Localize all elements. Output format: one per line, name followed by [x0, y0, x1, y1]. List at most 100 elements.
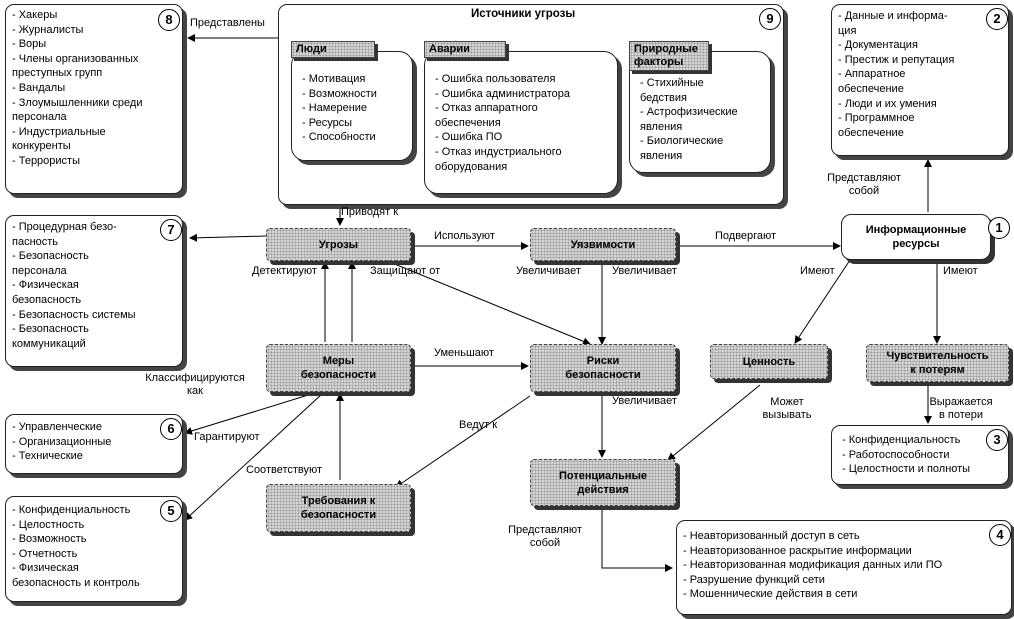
threat-sources-title: Источники угрозы — [471, 8, 576, 20]
list-item: - Управленческие — [12, 421, 103, 433]
label-increases-2: Увеличивает — [612, 265, 677, 277]
panel-number-4: 4 — [989, 524, 1011, 546]
list-item: - Мошеннические действия в сети — [683, 588, 858, 601]
list-item: - Астрофизические — [640, 106, 738, 119]
label-guarantee: Гарантируют — [194, 431, 260, 443]
list-item: пасность — [12, 235, 59, 248]
panel-number-1: 1 — [988, 217, 1010, 239]
list-item: безопасность — [12, 293, 82, 306]
accidents-tag: Аварии — [424, 41, 506, 58]
people-subpanel: - Мотивация - Возможности - Намерение - … — [291, 51, 413, 161]
threat-agents-panel: - Хакеры - Журналисты - Воры - Члены орг… — [5, 4, 183, 194]
list-item: - Биологические — [640, 135, 724, 148]
label-increases-3: Увеличивает — [612, 395, 677, 407]
list-item: - Безопасность — [12, 250, 89, 263]
security-measures-node: Меры безопасности — [266, 344, 411, 392]
list-item: - Отказ индустриального — [435, 145, 562, 158]
list-item: - Ошибка ПО — [435, 131, 503, 144]
list-item: - Возможность — [12, 533, 87, 546]
list-item: - Террористы — [12, 154, 80, 167]
list-item: обеспечение — [838, 82, 904, 95]
label-have-2: Имеют — [943, 265, 978, 277]
label-represent-self-bottom: Представляют собой — [508, 524, 582, 549]
security-types-panel: - Процедурная безо- пасность - Безопасно… — [5, 215, 183, 367]
accidents-subpanel: - Ошибка пользователя - Ошибка администр… — [424, 51, 618, 194]
label-reduce: Уменьшают — [434, 347, 494, 359]
panel-number-5: 5 — [160, 500, 182, 522]
list-item: - Безопасность — [12, 323, 89, 336]
label-represent-self-top: Представляют собой — [827, 172, 901, 197]
list-item: безопасность и контроль — [12, 576, 140, 589]
list-item: - Ошибка пользователя — [435, 73, 556, 85]
loss-types-panel: - Конфиденциальность - Работоспособности… — [831, 425, 1009, 485]
arrow-resources-to-value — [794, 259, 851, 344]
list-item: - Целостности и полноты — [842, 463, 971, 476]
arrow-measures-to-guarantees — [184, 393, 323, 521]
label-lead-to: Приводят к — [341, 206, 399, 218]
list-item: - Ресурсы — [302, 116, 353, 129]
information-resources-node: Информационные ресурсы — [841, 214, 991, 260]
list-item: - Физическая — [12, 562, 79, 575]
list-item: - Программное — [838, 112, 915, 125]
list-item: - Индустриальные — [12, 125, 106, 138]
label-subject: Подвергают — [715, 230, 777, 242]
list-item: ция — [838, 24, 857, 37]
list-item: - Отказ аппаратного — [435, 102, 538, 115]
security-requirements-node: Требования к безопасности — [266, 484, 411, 532]
potential-actions-node: Потенциальные действия — [530, 459, 676, 506]
arrow-risks-to-requirements — [395, 395, 531, 488]
natural-factors-subpanel: - Стихийные бедствия - Астрофизические я… — [629, 51, 771, 173]
list-item: - Аппаратное — [838, 68, 906, 81]
list-item: конкуренты — [12, 140, 71, 153]
label-classified-as: Классифицируются как — [145, 372, 245, 397]
arrow-measures-to-classification — [184, 391, 319, 435]
list-item: - Хакеры — [12, 9, 58, 21]
threats-node: Угрозы — [266, 228, 411, 261]
measure-classes-panel: - Управленческие - Организационные - Тех… — [5, 414, 183, 474]
list-item: - Отчетность — [12, 547, 78, 560]
threat-sources-panel: Источники угрозы 9 - Мотивация - Возможн… — [278, 4, 784, 205]
people-tag: Люди — [291, 41, 375, 58]
list-item: преступных групп — [12, 67, 103, 80]
list-item: - Журналисты — [12, 23, 84, 36]
list-item: обеспечения — [435, 116, 501, 129]
label-protect-from: Защищают от — [370, 265, 441, 277]
label-correspond: Соответствуют — [246, 464, 323, 476]
list-item: - Неавторизованная модификация данных ил… — [683, 559, 943, 572]
panel-number-6: 6 — [160, 418, 182, 440]
list-item: бедствия — [640, 91, 687, 104]
list-item: персонала — [12, 264, 67, 277]
panel-number-3: 3 — [986, 429, 1008, 451]
arrow-threats-to-security-list — [189, 233, 267, 242]
arrow-actions-to-incident-list — [601, 507, 673, 572]
panel-number-9: 9 — [759, 8, 781, 30]
list-item: - Злоумышленники среди — [12, 96, 143, 109]
list-item: обеспечение — [838, 126, 904, 139]
list-item: - Способности — [302, 131, 376, 144]
arrow-value-to-actions — [667, 384, 761, 461]
natural-factors-tag: Природные факторы — [629, 41, 709, 71]
list-item: - Организационные — [12, 435, 112, 448]
label-have-1: Имеют — [800, 265, 835, 277]
list-item: - Физическая — [12, 279, 79, 292]
security-risks-node: Риски безопасности — [530, 344, 676, 392]
list-item: - Неавторизованное раскрытие информации — [683, 544, 912, 557]
list-item: - Разрушение функций сети — [683, 573, 825, 586]
list-item: - Неавторизованный доступ в сеть — [683, 530, 860, 542]
list-item: - Члены организованных — [12, 52, 139, 65]
list-item: - Процедурная безо- — [12, 221, 117, 233]
list-item: явления — [640, 149, 683, 162]
list-item: - Возможности — [302, 87, 377, 100]
label-lead-to-2: Ведут к — [459, 419, 498, 431]
panel-number-2: 2 — [986, 8, 1008, 30]
list-item: явления — [640, 120, 683, 133]
guarantees-panel: - Конфиденциальность - Целостность - Воз… — [5, 496, 183, 602]
list-item: - Документация — [838, 39, 918, 52]
list-item: оборудования — [435, 160, 508, 173]
label-expressed-in: Выражается в потери — [929, 396, 993, 421]
list-item: - Работоспособности — [842, 448, 950, 461]
label-may-cause: Может вызывать — [762, 396, 812, 421]
list-item: - Технические — [12, 450, 83, 463]
